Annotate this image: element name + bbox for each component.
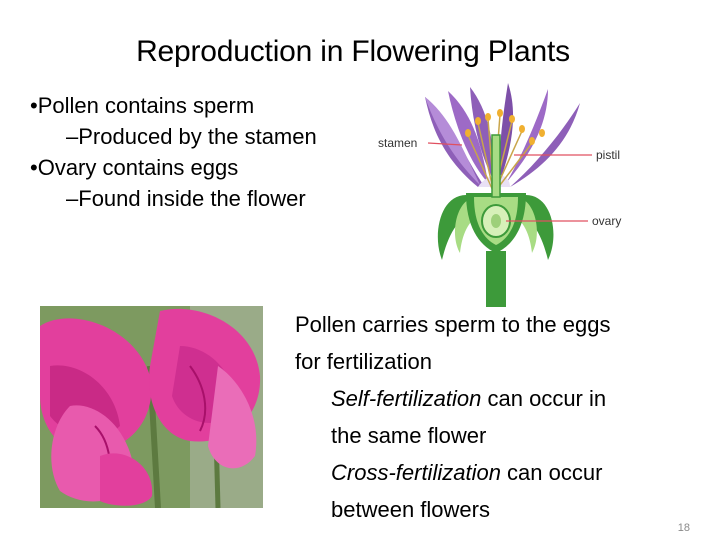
bullet-item: •Pollen contains sperm <box>30 90 317 121</box>
cross-fertilization-rest: can occur <box>500 460 603 485</box>
ovary-label: ovary <box>592 214 621 228</box>
pollen-line-1: Pollen carries sperm to the eggs <box>295 312 611 337</box>
cross-fertilization-line: Cross-fertilization can occur <box>295 454 611 491</box>
flower-anatomy-diagram: stamen pistil ovary <box>378 83 621 307</box>
sub-bullet-text: Produced by the stamen <box>78 124 317 149</box>
pistil-label: pistil <box>596 148 620 162</box>
petals-illustration <box>425 83 580 187</box>
dash-marker: – <box>66 186 79 211</box>
slide-title: Reproduction in Flowering Plants <box>136 35 570 68</box>
sub-bullet-item: –Produced by the stamen <box>30 121 317 152</box>
cross-fertilization-term: Cross-fertilization <box>331 460 501 485</box>
page-number: 18 <box>677 522 690 534</box>
pollen-line-2: for fertilization <box>295 349 432 374</box>
sub-bullet-text: Found inside the flower <box>78 186 306 211</box>
self-fertilization-rest: can occur in <box>481 386 607 411</box>
self-fertilization-line-2: the same flower <box>331 423 487 448</box>
sweet-pea-photo <box>40 306 263 508</box>
self-fertilization-term: Self-fertilization <box>331 386 482 411</box>
self-fertilization-line: Self-fertilization can occur in <box>295 380 611 417</box>
bloom-bottom <box>100 453 153 506</box>
bloom-right <box>149 308 261 469</box>
bullet-list: •Pollen contains sperm –Produced by the … <box>30 90 317 214</box>
fertilization-text: Pollen carries sperm to the eggs for fer… <box>295 306 611 528</box>
sub-bullet-item: –Found inside the flower <box>30 183 317 214</box>
label-lines <box>427 142 592 222</box>
bullet-item: •Ovary contains eggs <box>30 152 317 183</box>
bullet-text: Ovary contains eggs <box>37 155 239 180</box>
stamen-label: stamen <box>378 136 417 150</box>
bullet-marker: • <box>30 155 38 180</box>
bullet-text: Pollen contains sperm <box>37 93 255 118</box>
anthers-illustration <box>465 109 545 145</box>
stem-illustration <box>486 251 506 307</box>
bullet-marker: • <box>30 93 38 118</box>
ovary-illustration <box>466 134 526 253</box>
cross-fertilization-line-2: between flowers <box>331 497 490 522</box>
dash-marker: – <box>66 124 79 149</box>
